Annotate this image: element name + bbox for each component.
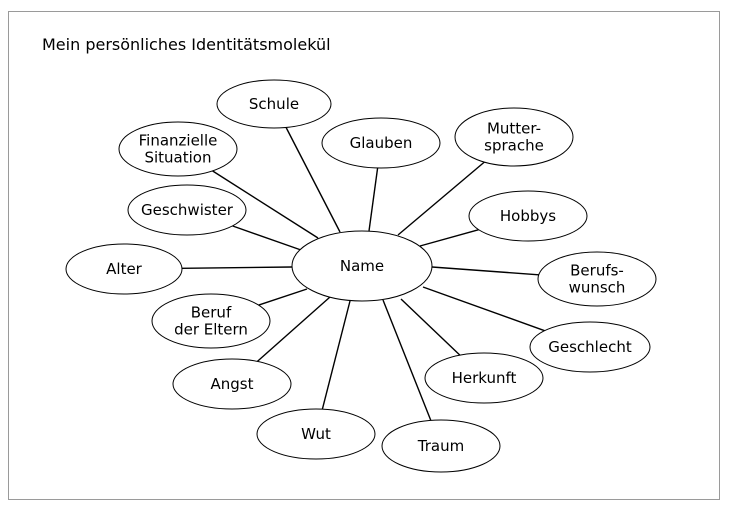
node-finanzielle-situation-label-line-1: Finanzielle — [139, 132, 218, 150]
node-traum-ellipse — [381, 419, 501, 473]
node-muttersprache-label-line-1: Mutter- — [487, 120, 541, 138]
edge-muttersprache — [397, 161, 485, 236]
center-node-ellipse — [291, 230, 433, 302]
edge-geschwister — [232, 225, 302, 251]
node-berufswunsch-ellipse — [537, 251, 657, 307]
node-berufswunsch-label-line-2: wunsch — [569, 279, 626, 297]
node-geschlecht: Geschlecht — [529, 321, 651, 373]
node-traum: Traum — [381, 419, 501, 473]
node-herkunft-label-line-1: Herkunft — [452, 369, 517, 387]
edge-wut — [321, 300, 351, 410]
node-glauben: Glauben — [321, 117, 441, 169]
edge-schule — [285, 127, 341, 233]
edge-geschlecht — [422, 286, 545, 332]
node-finanzielle-situation-label-line-2: Situation — [144, 149, 211, 167]
node-beruf-der-eltern-label-line-2: der Eltern — [174, 321, 248, 339]
node-wut: Wut — [256, 408, 376, 460]
diagram-title: Mein persönliches Identitätsmolekül — [42, 35, 331, 54]
diagram-frame — [8, 11, 720, 500]
node-muttersprache-label-line-2: sprache — [484, 137, 544, 155]
node-schule: Schule — [216, 79, 332, 129]
edge-finanzielle-situation — [212, 170, 319, 239]
node-herkunft: Herkunft — [424, 352, 544, 404]
node-glauben-label-line-1: Glauben — [350, 134, 413, 152]
edge-berufswunsch — [431, 266, 539, 276]
node-muttersprache-ellipse — [454, 107, 574, 167]
node-beruf-der-eltern-ellipse — [151, 293, 271, 349]
node-schule-ellipse — [216, 79, 332, 129]
node-geschwister-ellipse — [127, 184, 247, 236]
node-angst-label-line-1: Angst — [211, 375, 254, 393]
edge-herkunft — [400, 298, 461, 356]
node-wut-label-line-1: Wut — [301, 425, 331, 443]
node-glauben-ellipse — [321, 117, 441, 169]
node-alter-ellipse — [65, 243, 183, 295]
edge-angst — [256, 296, 331, 362]
edge-hobbys — [419, 229, 479, 247]
node-wut-ellipse — [256, 408, 376, 460]
node-schule-label-line-1: Schule — [249, 95, 299, 113]
node-herkunft-ellipse — [424, 352, 544, 404]
edge-traum — [382, 299, 432, 421]
node-geschwister-label-line-1: Geschwister — [141, 201, 234, 219]
node-hobbys-label-line-1: Hobbys — [500, 207, 556, 225]
edge-beruf-der-eltern — [258, 288, 308, 306]
node-geschlecht-label-line-1: Geschlecht — [548, 338, 632, 356]
node-hobbys-ellipse — [468, 190, 588, 242]
edge-alter — [181, 266, 293, 269]
node-traum-label-line-1: Traum — [417, 437, 464, 455]
center-node: Name — [291, 230, 433, 302]
node-geschlecht-ellipse — [529, 321, 651, 373]
node-geschwister: Geschwister — [127, 184, 247, 236]
node-angst: Angst — [172, 358, 292, 410]
node-alter: Alter — [65, 243, 183, 295]
node-alter-label-line-1: Alter — [106, 260, 143, 278]
node-muttersprache: Mutter-sprache — [454, 107, 574, 167]
node-beruf-der-eltern-label-line-1: Beruf — [191, 304, 232, 322]
center-node-label: Name — [340, 257, 384, 275]
node-finanzielle-situation-ellipse — [118, 121, 238, 177]
node-berufswunsch: Berufs-wunsch — [537, 251, 657, 307]
edge-glauben — [368, 167, 379, 232]
edges-layer — [181, 127, 545, 421]
node-angst-ellipse — [172, 358, 292, 410]
node-berufswunsch-label-line-1: Berufs- — [570, 262, 624, 280]
node-hobbys: Hobbys — [468, 190, 588, 242]
